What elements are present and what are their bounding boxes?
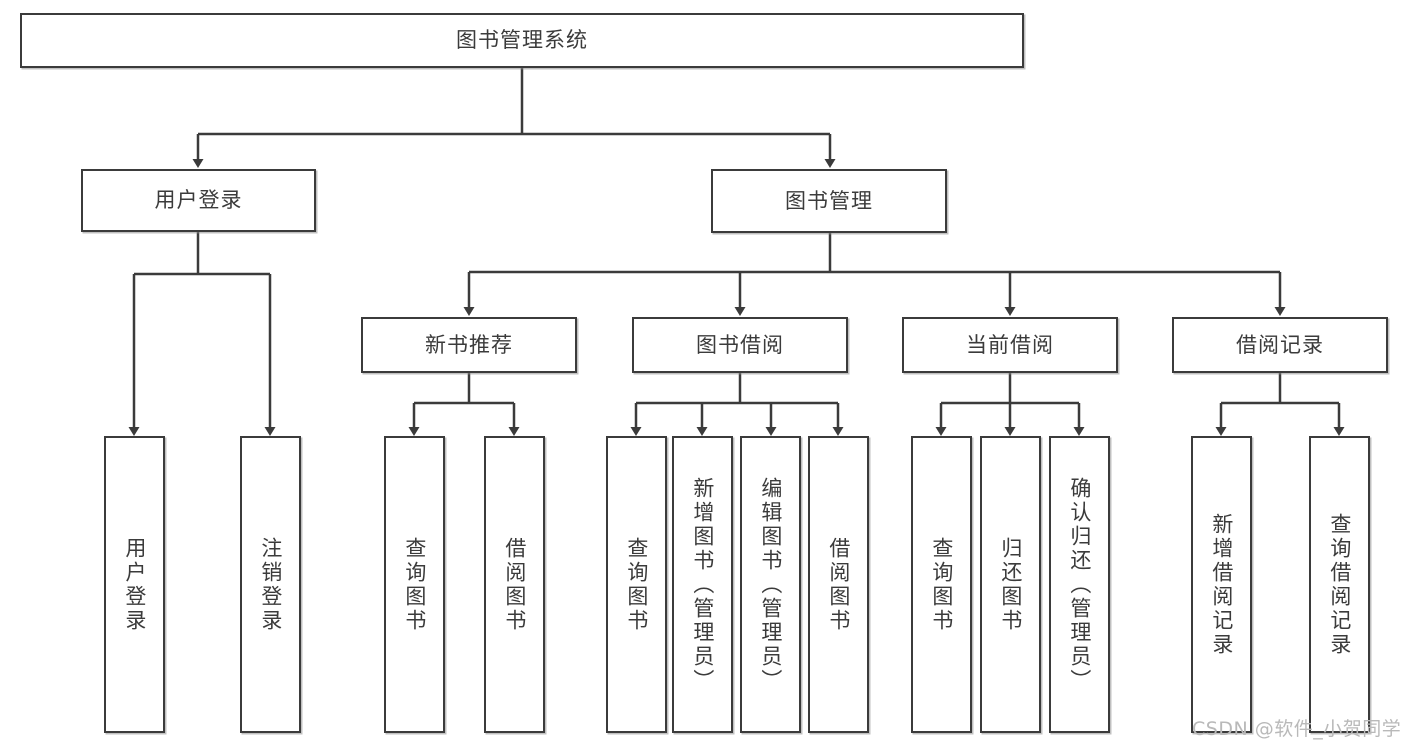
node-leaf-query-book-3-label: 查询图书 [929,536,954,633]
node-leaf-query-record[interactable]: 查询借阅记录 [1309,436,1370,733]
node-new-book-recommend[interactable]: 新书推荐 [361,317,577,373]
node-book-borrow[interactable]: 图书借阅 [632,317,848,373]
node-leaf-return-book-label: 归还图书 [998,536,1023,633]
node-current-borrow[interactable]: 当前借阅 [902,317,1118,373]
node-new-book-recommend-label: 新书推荐 [425,332,513,357]
node-leaf-confirm-return[interactable]: 确认归还（管理员） [1049,436,1110,733]
node-leaf-add-record[interactable]: 新增借阅记录 [1191,436,1252,733]
node-user-login-label: 用户登录 [154,188,243,213]
node-leaf-query-book-1-label: 查询图书 [402,536,427,633]
watermark: CSDN @软件_小贺同学 [1192,718,1402,740]
node-leaf-add-record-label: 新增借阅记录 [1209,512,1234,657]
node-current-borrow-label: 当前借阅 [966,332,1054,357]
node-leaf-borrow-book-1[interactable]: 借阅图书 [484,436,545,733]
node-leaf-query-record-label: 查询借阅记录 [1327,512,1352,657]
node-leaf-edit-book-label: 编辑图书（管理员） [758,476,783,693]
node-leaf-borrow-book-2-label: 借阅图书 [826,536,851,633]
node-borrow-record[interactable]: 借阅记录 [1172,317,1388,373]
node-leaf-user-logout-label: 注销登录 [258,536,283,633]
node-leaf-query-book-2[interactable]: 查询图书 [606,436,667,733]
node-leaf-add-book[interactable]: 新增图书（管理员） [672,436,733,733]
node-leaf-query-book-1[interactable]: 查询图书 [384,436,445,733]
node-leaf-borrow-book-2[interactable]: 借阅图书 [808,436,869,733]
node-leaf-borrow-book-1-label: 借阅图书 [502,536,527,633]
node-user-login[interactable]: 用户登录 [81,169,316,232]
node-leaf-user-login[interactable]: 用户登录 [104,436,165,733]
node-leaf-add-book-label: 新增图书（管理员） [690,476,715,693]
node-root-label: 图书管理系统 [456,28,588,53]
node-leaf-query-book-3[interactable]: 查询图书 [911,436,972,733]
node-leaf-query-book-2-label: 查询图书 [624,536,649,633]
node-leaf-user-login-label: 用户登录 [122,536,147,633]
node-leaf-edit-book[interactable]: 编辑图书（管理员） [740,436,801,733]
node-book-management-label: 图书管理 [785,188,873,213]
node-leaf-return-book[interactable]: 归还图书 [980,436,1041,733]
node-leaf-confirm-return-label: 确认归还（管理员） [1067,476,1092,693]
node-book-borrow-label: 图书借阅 [696,332,784,357]
node-borrow-record-label: 借阅记录 [1236,332,1324,357]
node-root[interactable]: 图书管理系统 [20,13,1024,68]
node-leaf-user-logout[interactable]: 注销登录 [240,436,301,733]
node-book-management[interactable]: 图书管理 [711,169,947,233]
